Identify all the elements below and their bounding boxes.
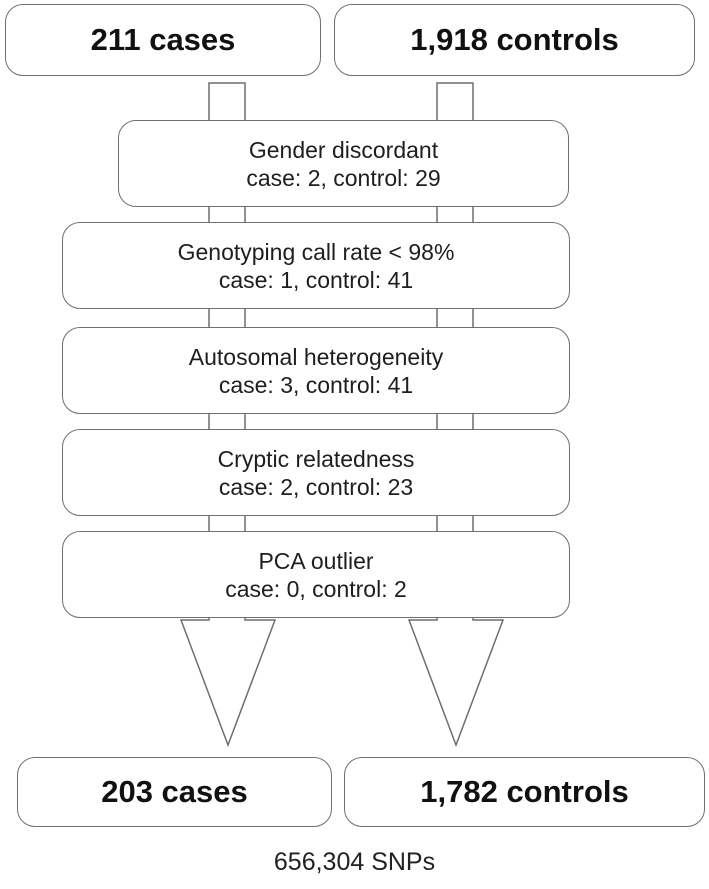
final-controls-label: 1,782 controls bbox=[420, 774, 629, 809]
filter-detail: case: 2, control: 29 bbox=[246, 164, 441, 191]
final-controls-box: 1,782 controls bbox=[344, 757, 705, 827]
filter-title: PCA outlier bbox=[258, 547, 374, 574]
filter-detail: case: 0, control: 2 bbox=[225, 575, 407, 602]
filter-title: Gender discordant bbox=[248, 136, 439, 163]
filter-title: Cryptic relatedness bbox=[217, 445, 415, 472]
filter-detail: case: 3, control: 41 bbox=[218, 371, 414, 398]
final-cases-box: 203 cases bbox=[17, 757, 332, 827]
filter-title: Autosomal heterogeneity bbox=[188, 343, 444, 370]
initial-controls-label: 1,918 controls bbox=[410, 22, 619, 57]
filter-call-rate: Genotyping call rate < 98% case: 1, cont… bbox=[62, 222, 570, 309]
filter-pca-outlier: PCA outlier case: 0, control: 2 bbox=[62, 531, 570, 618]
filter-detail: case: 2, control: 23 bbox=[218, 473, 414, 500]
filter-cryptic-relatedness: Cryptic relatedness case: 2, control: 23 bbox=[62, 429, 570, 516]
filter-gender-discordant: Gender discordant case: 2, control: 29 bbox=[118, 120, 569, 207]
filter-autosomal-heterogeneity: Autosomal heterogeneity case: 3, control… bbox=[62, 327, 570, 414]
filter-title: Genotyping call rate < 98% bbox=[177, 238, 455, 265]
snp-count: 656,304 SNPs bbox=[273, 848, 436, 876]
initial-controls-box: 1,918 controls bbox=[334, 4, 695, 76]
initial-cases-label: 211 cases bbox=[90, 22, 236, 57]
filter-detail: case: 1, control: 41 bbox=[218, 266, 414, 293]
initial-cases-box: 211 cases bbox=[5, 4, 321, 76]
final-cases-label: 203 cases bbox=[101, 774, 248, 809]
